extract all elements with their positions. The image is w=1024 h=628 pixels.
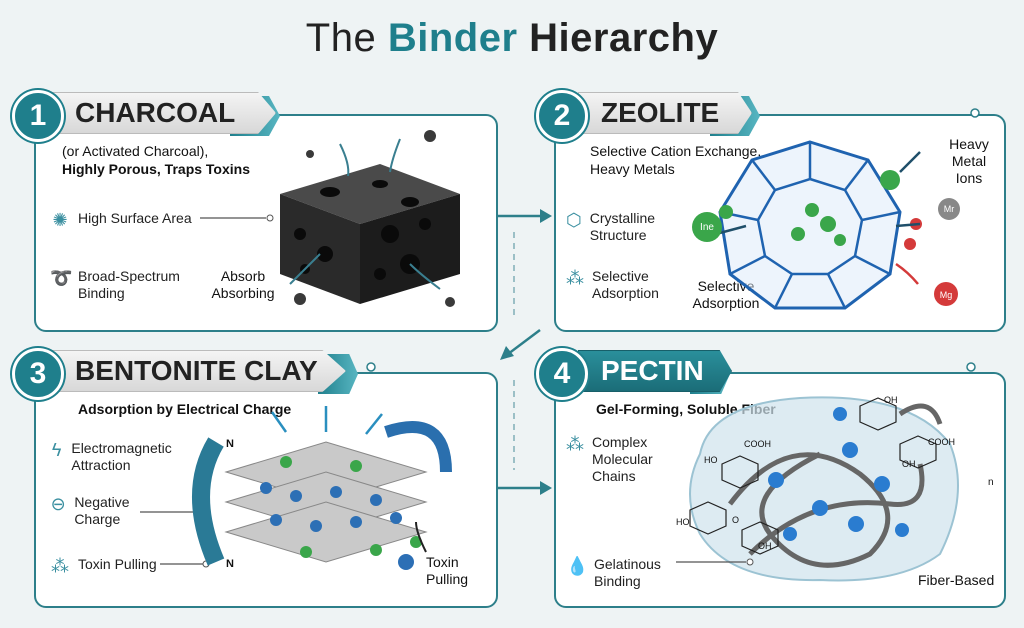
network-icon: ✺ bbox=[52, 210, 68, 230]
panel-2-name: ZEOLITE bbox=[601, 97, 720, 128]
feature-label: Complex Molecular Chains bbox=[592, 434, 653, 484]
magnet-pole-bottom: N bbox=[226, 558, 234, 570]
pectin-gel-illustration bbox=[689, 396, 959, 582]
panel-3-subtitle: Adsorption by Electrical Charge bbox=[78, 401, 292, 417]
panel-3-feature-toxin: ⁂ Toxin Pulling bbox=[50, 556, 190, 576]
panel-3-number: 3 bbox=[29, 357, 47, 390]
ion-mr-label: Mr bbox=[943, 204, 955, 214]
title-accent: Binder bbox=[387, 16, 518, 60]
panel-3-banner: BENTONITE CLAY bbox=[52, 350, 346, 392]
panel-1-number: 1 bbox=[29, 99, 47, 132]
minus-circle-icon: ⊖ bbox=[50, 494, 66, 514]
panel-2-feature-crystalline: ⬡ Crystalline Structure bbox=[566, 210, 686, 244]
chem-cooh-left: COOH bbox=[744, 439, 771, 449]
panel-1-subtitle-line2: Highly Porous, Traps Toxins bbox=[62, 161, 250, 177]
ion-ine bbox=[692, 212, 722, 242]
panel-4-feature-gel: 💧 Gelatinous Binding bbox=[566, 556, 676, 590]
feature-label: Broad-Spectrum Binding bbox=[78, 268, 180, 301]
charcoal-block-illustration bbox=[280, 130, 460, 307]
panel-4-subtitle: Gel-Forming, Soluble Fiber bbox=[596, 401, 776, 417]
panel-4-banner: PECTIN bbox=[578, 350, 732, 392]
panel-4-corner-marker bbox=[966, 362, 976, 372]
panel-3-name: BENTONITE CLAY bbox=[75, 355, 318, 386]
panel-2-subtitle: Selective Cation Exchange, Heavy Metals bbox=[590, 142, 761, 178]
chem-oh-bottom: OH bbox=[758, 541, 772, 551]
panel-2-feature-selective: ⁂ Selective Adsorption bbox=[566, 268, 686, 302]
panel-1-feature-surface: ✺ High Surface Area bbox=[50, 210, 192, 230]
feature-label: Selective Adsorption bbox=[592, 268, 659, 301]
panel-2-subtitle-line2: Heavy Metals bbox=[590, 161, 675, 177]
panel-2-subtitle-line1: Selective Cation Exchange, bbox=[590, 143, 762, 159]
panel-1-feature-binding: ➰ Broad-Spectrum Binding bbox=[50, 268, 200, 302]
molecule-icon: ⁂ bbox=[566, 268, 584, 288]
ion-mg-label: Mg bbox=[939, 290, 953, 300]
title-prefix: The bbox=[305, 16, 377, 60]
hexagon-icon: ⬡ bbox=[566, 210, 582, 230]
panel-3-callout: Toxin Pulling bbox=[426, 554, 469, 587]
panel-1-subtitle-line1: (or Activated Charcoal), bbox=[62, 143, 209, 159]
panel-1-banner: CHARCOAL bbox=[52, 92, 276, 134]
dna-icon: ➰ bbox=[50, 268, 73, 288]
molecule-icon: ⁂ bbox=[566, 434, 584, 454]
arrowhead-1-to-2 bbox=[540, 209, 552, 223]
panel-4-callout: Fiber-Based bbox=[918, 572, 995, 588]
feature-label: Toxin Pulling bbox=[78, 556, 157, 572]
panel-2-corner-marker bbox=[970, 108, 980, 118]
feature-label: Gelatinous Binding bbox=[594, 556, 661, 589]
droplet-icon: 💧 bbox=[566, 556, 589, 576]
chem-o-bond: O bbox=[732, 515, 740, 525]
feature-leader-line bbox=[676, 558, 754, 566]
ion-mg bbox=[934, 282, 958, 306]
ion-ine-label: Ine bbox=[700, 222, 714, 233]
panel-2-number-badge: 2 bbox=[536, 90, 588, 142]
feature-label: Electromagnetic Attraction bbox=[71, 440, 172, 473]
panel-2-number: 2 bbox=[553, 99, 571, 132]
feature-label: High Surface Area bbox=[78, 210, 192, 226]
panel-1-number-badge: 1 bbox=[12, 90, 64, 142]
bentonite-layers-illustration bbox=[192, 406, 452, 570]
panel-3-feature-negative: ⊖ Negative Charge bbox=[50, 494, 160, 528]
arrow-2-to-3 bbox=[507, 329, 541, 355]
panel-4-number-badge: 4 bbox=[536, 348, 588, 400]
feature-label: Crystalline Structure bbox=[589, 210, 656, 243]
panel-4-name: PECTIN bbox=[601, 355, 704, 386]
chem-ho-bottom: HO bbox=[676, 517, 690, 527]
ion-mr bbox=[938, 198, 960, 220]
molecule-icon: ⁂ bbox=[51, 556, 69, 576]
magnet-pole-top: N bbox=[226, 438, 234, 450]
chem-oh-top: OH bbox=[884, 395, 898, 405]
panel-3-feature-em: ϟ Electromagnetic Attraction bbox=[50, 440, 180, 474]
panel-1-callout: Absorb Absorbing bbox=[211, 268, 275, 301]
chem-repeat-n: n bbox=[988, 477, 994, 488]
panel-2-banner: ZEOLITE bbox=[578, 92, 752, 134]
title-rest: Hierarchy bbox=[529, 16, 719, 60]
panel-1-name: CHARCOAL bbox=[75, 97, 236, 128]
chem-ho-left: HO bbox=[704, 455, 718, 465]
feature-label: Negative Charge bbox=[74, 494, 130, 527]
panel-1-subtitle: (or Activated Charcoal), Highly Porous, … bbox=[62, 142, 250, 178]
arrowhead-2-to-3 bbox=[500, 346, 514, 360]
arrowhead-3-to-4 bbox=[540, 481, 552, 495]
chem-cooh-right: COOH bbox=[928, 437, 955, 447]
zeolite-cage-illustration bbox=[715, 140, 922, 310]
heavy-metal-ions-label: Heavy Metal Ions bbox=[949, 136, 989, 186]
lightning-icon: ϟ bbox=[51, 440, 62, 460]
panel-3-number-badge: 3 bbox=[12, 348, 64, 400]
feature-leader-line bbox=[200, 214, 274, 222]
panel-4-feature-chains: ⁂ Complex Molecular Chains bbox=[566, 434, 676, 485]
chem-oh-right: OH bbox=[902, 459, 916, 469]
panel-4-number: 4 bbox=[553, 357, 571, 390]
panel-3-corner-marker bbox=[366, 362, 376, 372]
page-title: The Binder Hierarchy bbox=[0, 16, 1024, 61]
